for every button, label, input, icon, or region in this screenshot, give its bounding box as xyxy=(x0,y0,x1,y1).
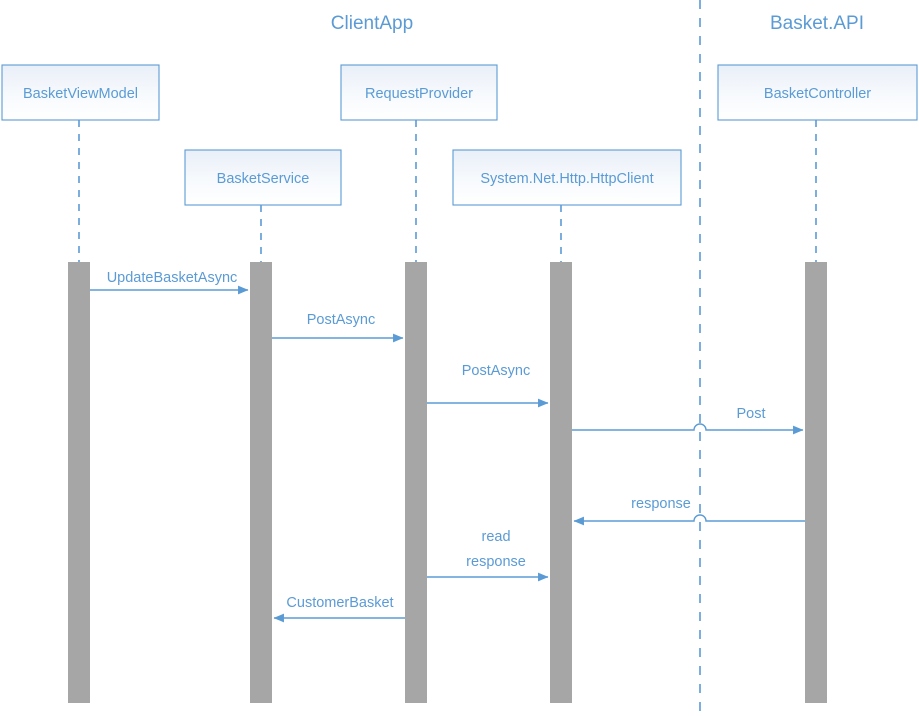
message-label-customer-basket: CustomerBasket xyxy=(286,595,393,611)
participant-label-basketservice: BasketService xyxy=(217,171,310,187)
message-post-async-service-to-provider[interactable]: PostAsync xyxy=(272,312,404,343)
participant-box-basketservice[interactable] xyxy=(184,149,342,206)
message-label-post-async-service-to-provider: PostAsync xyxy=(307,312,376,328)
message-post[interactable]: Post xyxy=(572,406,804,435)
message-arrow-response[interactable] xyxy=(573,514,805,526)
participant-label-requestprovider: RequestProvider xyxy=(365,86,473,102)
message-response[interactable]: response xyxy=(573,496,805,526)
participant-box-requestprovider[interactable] xyxy=(340,64,498,121)
activation-bar-requestprovider xyxy=(405,262,427,703)
participant-basketcontroller[interactable]: BasketController xyxy=(717,64,918,121)
message-label-read-response-line1: read xyxy=(481,529,510,545)
participant-boxes: BasketViewModel BasketService RequestPro… xyxy=(1,64,918,206)
participant-basketviewmodel[interactable]: BasketViewModel xyxy=(1,64,160,121)
message-post-async-provider-to-httpclient[interactable]: PostAsync xyxy=(427,363,549,408)
message-read-response[interactable]: read response xyxy=(427,529,549,582)
participant-box-httpclient[interactable] xyxy=(452,149,682,206)
activation-bar-basketservice xyxy=(250,262,272,703)
message-label-read-response-line2: response xyxy=(466,554,526,570)
message-label-response: response xyxy=(631,496,691,512)
participant-label-basketcontroller: BasketController xyxy=(764,86,871,102)
message-arrow-post[interactable] xyxy=(572,423,804,435)
participant-label-httpclient: System.Net.Http.HttpClient xyxy=(480,171,653,187)
activation-bars xyxy=(68,262,827,703)
message-label-post-async-provider-to-httpclient: PostAsync xyxy=(462,363,531,379)
message-update-basket-async[interactable]: UpdateBasketAsync xyxy=(90,270,249,295)
participant-label-basketviewmodel: BasketViewModel xyxy=(23,86,138,102)
participant-box-basketviewmodel[interactable] xyxy=(1,64,160,121)
participant-box-basketcontroller[interactable] xyxy=(717,64,918,121)
participant-requestprovider[interactable]: RequestProvider xyxy=(340,64,498,121)
activation-bar-httpclient xyxy=(550,262,572,703)
message-label-post: Post xyxy=(736,406,765,422)
message-label-update-basket-async: UpdateBasketAsync xyxy=(107,270,238,286)
lifelines xyxy=(78,120,817,263)
participant-basketservice[interactable]: BasketService xyxy=(184,149,342,206)
message-customer-basket[interactable]: CustomerBasket xyxy=(273,595,405,623)
activation-bar-basketcontroller xyxy=(805,262,827,703)
participant-httpclient[interactable]: System.Net.Http.HttpClient xyxy=(452,149,682,206)
group-title-basketapi: Basket.API xyxy=(770,13,864,34)
group-title-clientapp: ClientApp xyxy=(331,13,413,34)
activation-bar-basketviewmodel xyxy=(68,262,90,703)
messages: UpdateBasketAsync PostAsync PostAsync Po… xyxy=(90,270,805,623)
group-titles: ClientApp Basket.API xyxy=(331,13,864,34)
